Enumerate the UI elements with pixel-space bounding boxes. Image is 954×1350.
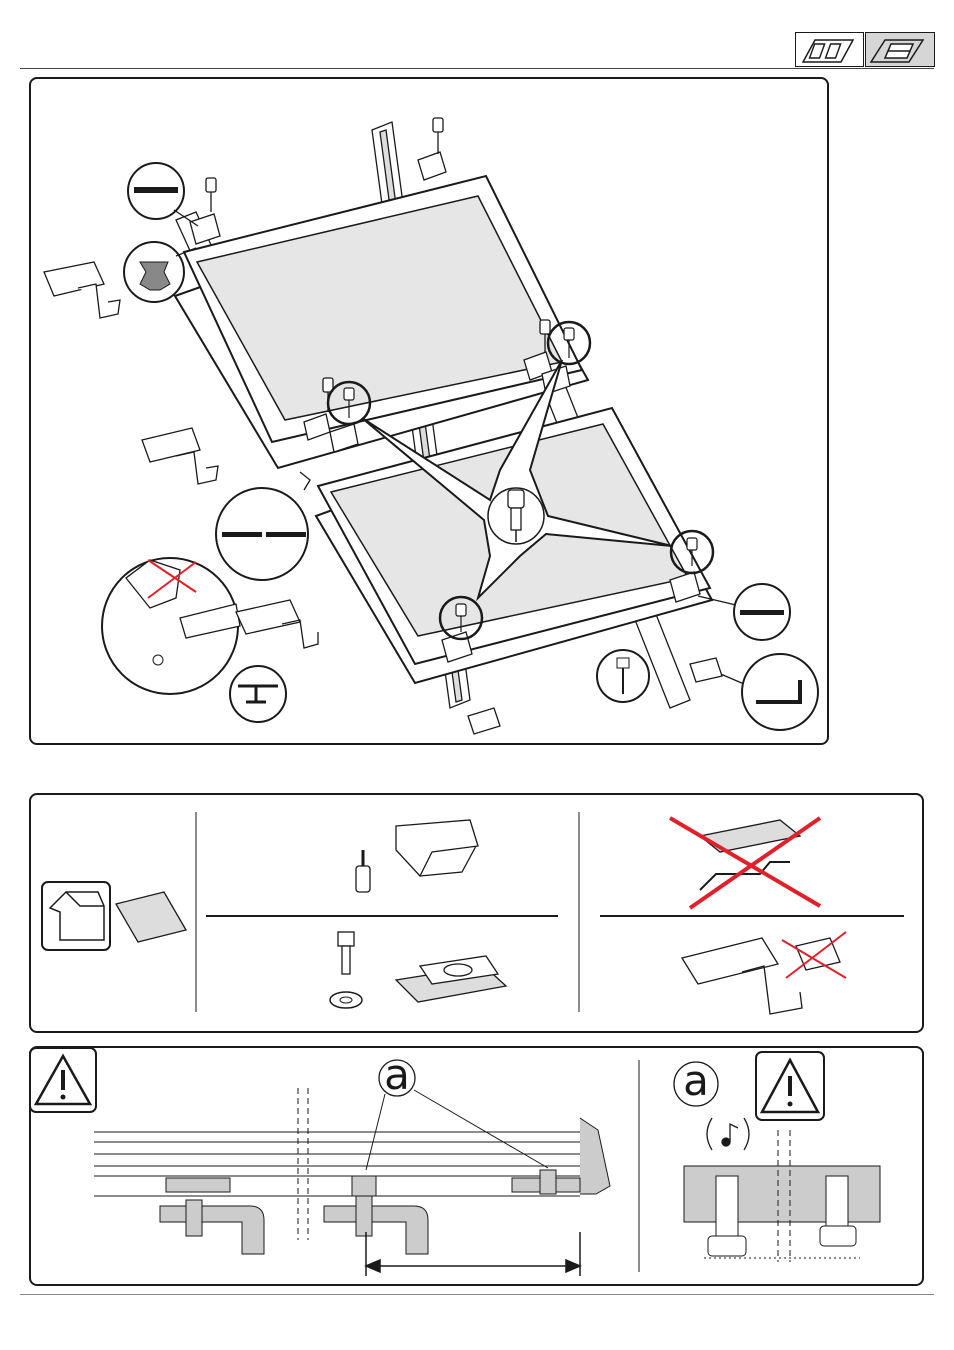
dimension-arrow <box>366 1232 580 1276</box>
footer-rule <box>20 1294 934 1295</box>
callout-label-a-left: a <box>383 1050 411 1100</box>
click-sound-icon <box>707 1118 749 1150</box>
warning-icon-small <box>756 1052 824 1120</box>
warning-icon <box>30 1048 96 1112</box>
mounting-bracket <box>160 1170 580 1254</box>
warning-panel-drawing <box>0 0 954 1300</box>
screw-sectional-detail <box>684 1130 880 1262</box>
callout-label-a-right: a <box>682 1056 710 1106</box>
